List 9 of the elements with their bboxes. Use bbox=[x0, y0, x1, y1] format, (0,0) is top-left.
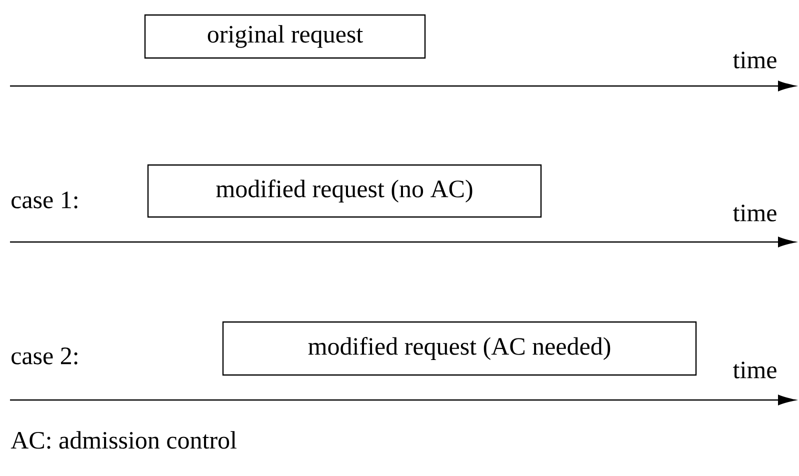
request-box: modified request (AC needed) bbox=[222, 321, 697, 376]
axis-label: AC: admission control bbox=[10, 431, 236, 449]
axis-label: case 2: bbox=[12, 348, 78, 364]
request-box: modified request (no AC) bbox=[147, 164, 542, 218]
axis-label: time bbox=[733, 52, 776, 68]
request-box: original request bbox=[144, 14, 426, 59]
axis-label: case 1: bbox=[12, 192, 78, 208]
axis-label: time bbox=[733, 204, 776, 222]
axis-label: time bbox=[733, 362, 776, 378]
